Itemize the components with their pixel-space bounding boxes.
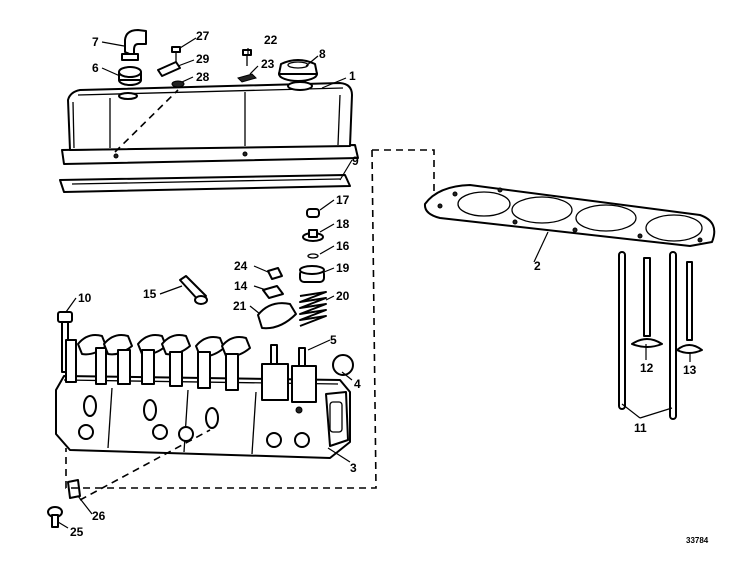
rocker-cover	[61, 81, 359, 165]
breather-elbow	[121, 29, 147, 61]
callout-20: 20	[336, 289, 350, 303]
callout-7: 7	[92, 35, 99, 49]
callout-5: 5	[330, 333, 337, 347]
callout-2: 2	[534, 259, 541, 273]
sender-25	[47, 506, 63, 528]
callout-9: 9	[352, 154, 359, 168]
shield-19	[299, 265, 325, 283]
callout-14: 14	[234, 279, 248, 293]
intake-valve	[631, 257, 663, 348]
head-gasket	[423, 184, 716, 247]
rocker-arm-group	[65, 334, 317, 403]
callout-22: 22	[264, 33, 278, 47]
callouts: 1 2 3 4 5 6 7 8 9 10 11 12 13 14 15 16 1…	[70, 29, 709, 545]
stud-15	[179, 275, 208, 305]
callout-10: 10	[78, 291, 92, 305]
oil-filler-cap	[278, 59, 318, 82]
ball-14	[262, 285, 284, 299]
seal-16	[307, 253, 319, 259]
leader-lines	[57, 37, 691, 529]
grommet-28	[171, 80, 185, 88]
callout-18: 18	[336, 217, 350, 231]
callout-3: 3	[350, 461, 357, 475]
cover-gasket	[59, 174, 351, 193]
expansion-plug-4	[332, 354, 354, 376]
screw-22	[242, 49, 252, 66]
callout-21: 21	[233, 299, 247, 313]
callout-1: 1	[349, 69, 356, 83]
callout-17: 17	[336, 193, 350, 207]
exhaust-valve	[676, 261, 703, 354]
callout-16: 16	[336, 239, 350, 253]
callout-24: 24	[234, 259, 248, 273]
pushrods	[618, 251, 677, 420]
clip-29	[157, 61, 181, 77]
callout-12: 12	[640, 361, 654, 375]
callout-13: 13	[683, 363, 697, 377]
retainer-18	[302, 229, 324, 242]
washer-23	[237, 73, 257, 83]
callout-23: 23	[261, 57, 275, 71]
valve-spring-20	[299, 291, 327, 327]
callout-19: 19	[336, 261, 350, 275]
callout-26: 26	[92, 509, 106, 523]
callout-29: 29	[196, 52, 210, 66]
nut-24	[267, 267, 283, 280]
callout-15: 15	[143, 287, 157, 301]
callout-27: 27	[196, 29, 210, 43]
callout-6: 6	[92, 61, 99, 75]
rotator-cap-17	[306, 208, 320, 218]
breather-grommet	[118, 66, 142, 86]
callout-11: 11	[634, 421, 647, 435]
callout-25: 25	[70, 525, 84, 539]
rocker-arm-21	[257, 302, 297, 330]
callout-4: 4	[354, 377, 361, 391]
screw-27	[171, 46, 181, 62]
figure-code: 33784	[686, 536, 709, 545]
callout-28: 28	[196, 70, 210, 84]
callout-8: 8	[319, 47, 326, 61]
assembly-lines	[65, 89, 435, 501]
clip-26	[67, 479, 81, 499]
